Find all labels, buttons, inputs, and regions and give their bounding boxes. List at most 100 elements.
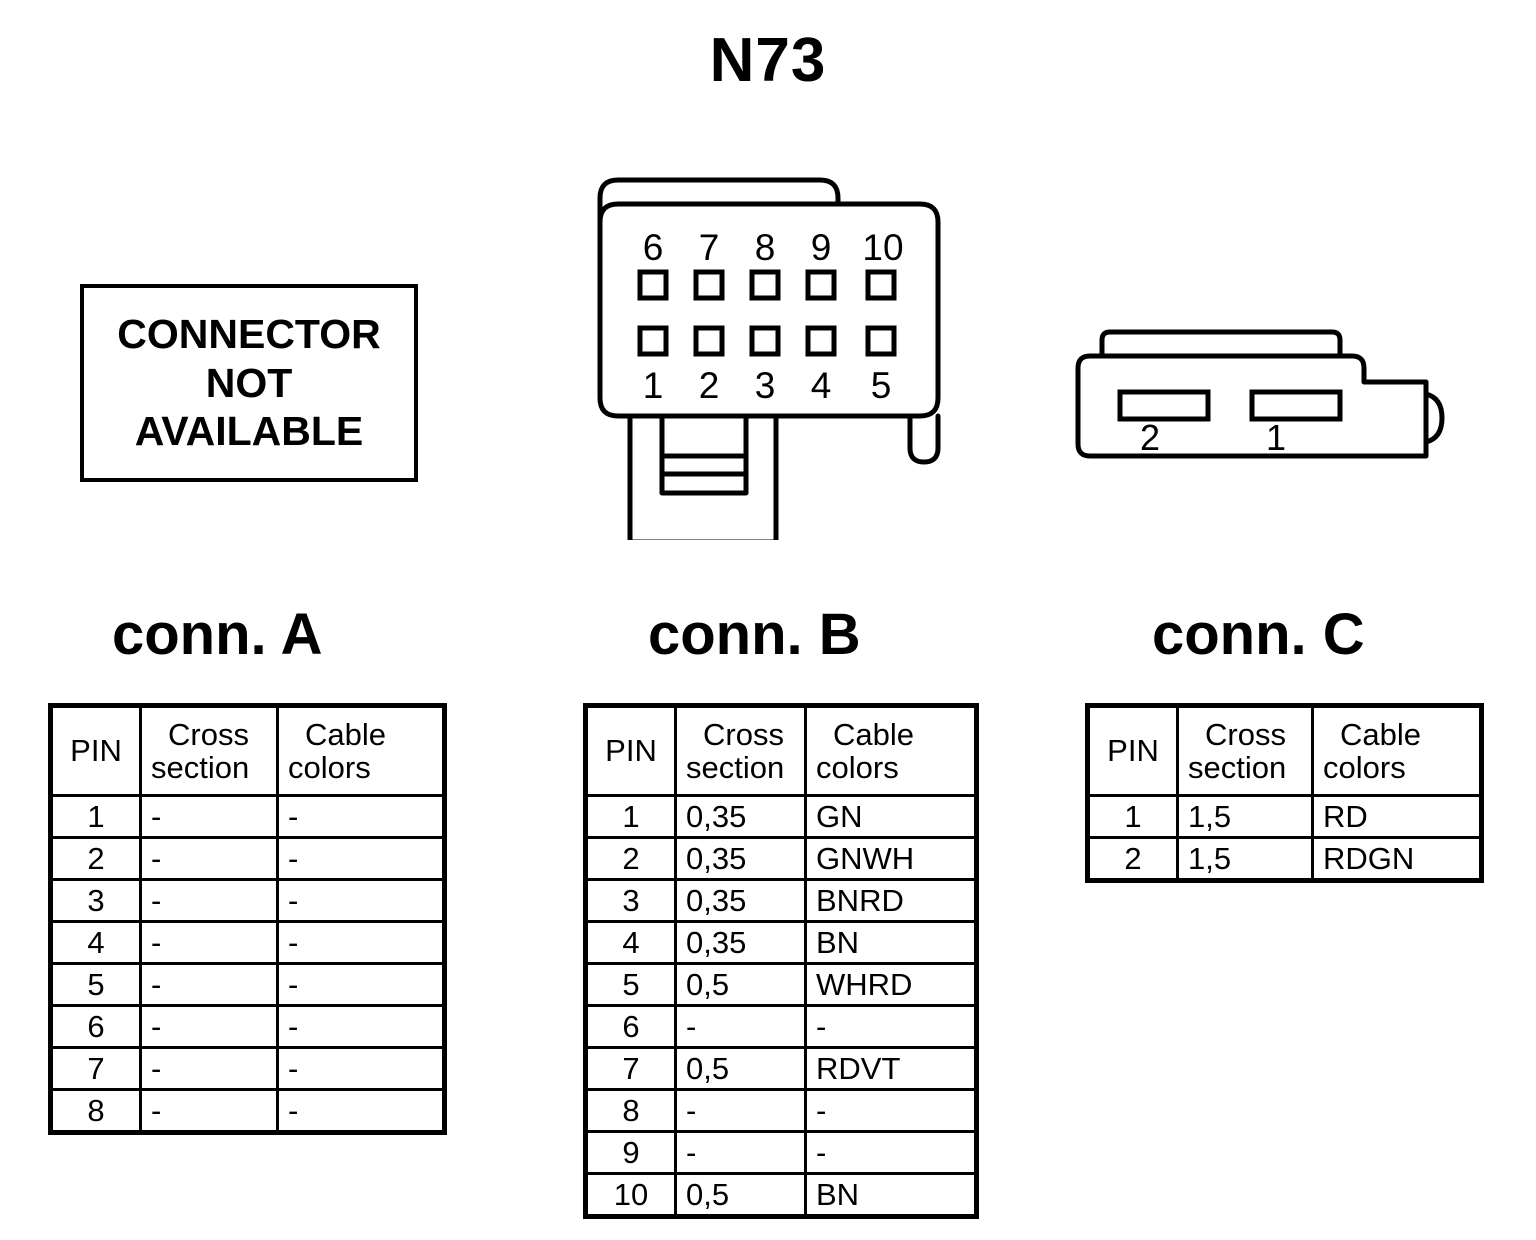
cell-cable-colors: RD	[1311, 794, 1483, 839]
cell-cable-colors: -	[276, 1004, 446, 1049]
cell-cross-section: 0,5	[674, 962, 807, 1007]
pin-cavity-3	[749, 325, 781, 357]
cell-cross-section: -	[674, 1004, 807, 1049]
pin-label-2: 2	[699, 365, 720, 406]
cell-cable-colors: -	[804, 1130, 978, 1175]
header-cross-section-line2: section	[686, 750, 785, 785]
table-row: 9--	[584, 1130, 978, 1175]
cell-pin: 2	[584, 836, 677, 881]
header-cross-section-line1: Cross	[168, 716, 249, 752]
pin-label-5: 5	[871, 365, 892, 406]
connector-c-latch-outline	[1099, 329, 1343, 359]
cell-cable-colors: -	[276, 1088, 446, 1134]
cell-pin: 7	[584, 1046, 677, 1091]
header-pin: PIN	[1086, 704, 1179, 797]
cell-cable-colors: BN	[804, 1172, 978, 1218]
table-header-row: PIN Cross section Cable colors	[584, 704, 978, 797]
cell-cable-colors: -	[804, 1004, 978, 1049]
cell-cable-colors: -	[276, 836, 446, 881]
cell-pin: 1	[584, 794, 677, 839]
cell-cross-section: -	[139, 962, 279, 1007]
cell-pin: 2	[1086, 836, 1179, 882]
cell-cross-section: 0,35	[674, 920, 807, 965]
notice-line-2: NOT	[205, 359, 293, 406]
cell-cable-colors: -	[276, 920, 446, 965]
cell-cross-section: -	[139, 878, 279, 923]
pin-label-7: 7	[699, 227, 720, 268]
table-row: 8--	[49, 1088, 446, 1134]
pin-label-10: 10	[862, 227, 903, 268]
header-cross-section-line2: section	[151, 750, 250, 785]
heading-conn-b: conn. B	[648, 602, 861, 667]
cell-cross-section: -	[139, 1004, 279, 1049]
cell-pin: 4	[584, 920, 677, 965]
pin-cavity-8	[749, 269, 781, 301]
heading-conn-c: conn. C	[1152, 602, 1365, 667]
table-row: 3--	[49, 878, 446, 923]
cell-cross-section: 1,5	[1176, 836, 1314, 882]
table-row: 1--	[49, 794, 446, 839]
pin-cavity-7	[693, 269, 725, 301]
header-pin: PIN	[584, 704, 677, 797]
cell-pin: 10	[584, 1172, 677, 1218]
pin-cavity-c1	[1249, 389, 1343, 422]
header-cable-colors-line2: colors	[816, 750, 899, 785]
connector-b-right-leg	[907, 413, 941, 465]
notice-line-1: CONNECTOR	[117, 311, 381, 358]
cell-cable-colors: -	[276, 794, 446, 839]
cell-cross-section: 0,35	[674, 878, 807, 923]
pin-label-4: 4	[811, 365, 832, 406]
header-cross-section-line2: section	[1188, 750, 1287, 785]
cell-cross-section: 0,5	[674, 1172, 807, 1218]
cell-cable-colors: -	[276, 1046, 446, 1091]
cell-cable-colors: -	[276, 962, 446, 1007]
cell-cross-section: -	[139, 794, 279, 839]
cell-cross-section: 1,5	[1176, 794, 1314, 839]
pin-cavity-2	[693, 325, 725, 357]
cell-pin: 3	[49, 878, 142, 923]
cell-cross-section: 0,35	[674, 794, 807, 839]
table-row: 2--	[49, 836, 446, 881]
table-row: 5--	[49, 962, 446, 1007]
header-cable-colors: Cable colors	[804, 704, 978, 797]
cell-cross-section: -	[674, 1088, 807, 1133]
connector-c-body-outline	[1075, 353, 1429, 459]
pin-cavity-10	[865, 269, 897, 301]
cell-cable-colors: RDVT	[804, 1046, 978, 1091]
header-cable-colors-line1: Cable	[305, 716, 386, 752]
connector-b-latch-outline	[597, 177, 841, 223]
conn-a-table-body: 1--2--3--4--5--6--7--8--	[49, 794, 446, 1134]
header-cross-section: Cross section	[1176, 704, 1314, 797]
notice-line-3: AVAILABLE	[134, 408, 364, 455]
table-row: 8--	[584, 1088, 978, 1133]
cell-pin: 8	[584, 1088, 677, 1133]
pin-label-1: 1	[643, 365, 664, 406]
pin-cavity-1	[637, 325, 669, 357]
table-row: 4--	[49, 920, 446, 965]
table-row: 6--	[584, 1004, 978, 1049]
cell-cross-section: -	[139, 1088, 279, 1134]
header-cross-section: Cross section	[674, 704, 807, 797]
connector-b-pin-cavities-top	[637, 269, 897, 301]
cell-cross-section: -	[139, 920, 279, 965]
cell-cable-colors: BN	[804, 920, 978, 965]
pin-cavity-4	[805, 325, 837, 357]
table-row: 6--	[49, 1004, 446, 1049]
cell-cross-section: 0,5	[674, 1046, 807, 1091]
cell-cable-colors: BNRD	[804, 878, 978, 923]
connector-b-diagram: 6 7 8 9 10 1 2 3 4 5	[580, 160, 980, 545]
header-cable-colors-line1: Cable	[1340, 716, 1421, 752]
pin-label-6: 6	[643, 227, 664, 268]
pin-label-8: 8	[755, 227, 776, 268]
header-cross-section-line1: Cross	[703, 716, 784, 752]
